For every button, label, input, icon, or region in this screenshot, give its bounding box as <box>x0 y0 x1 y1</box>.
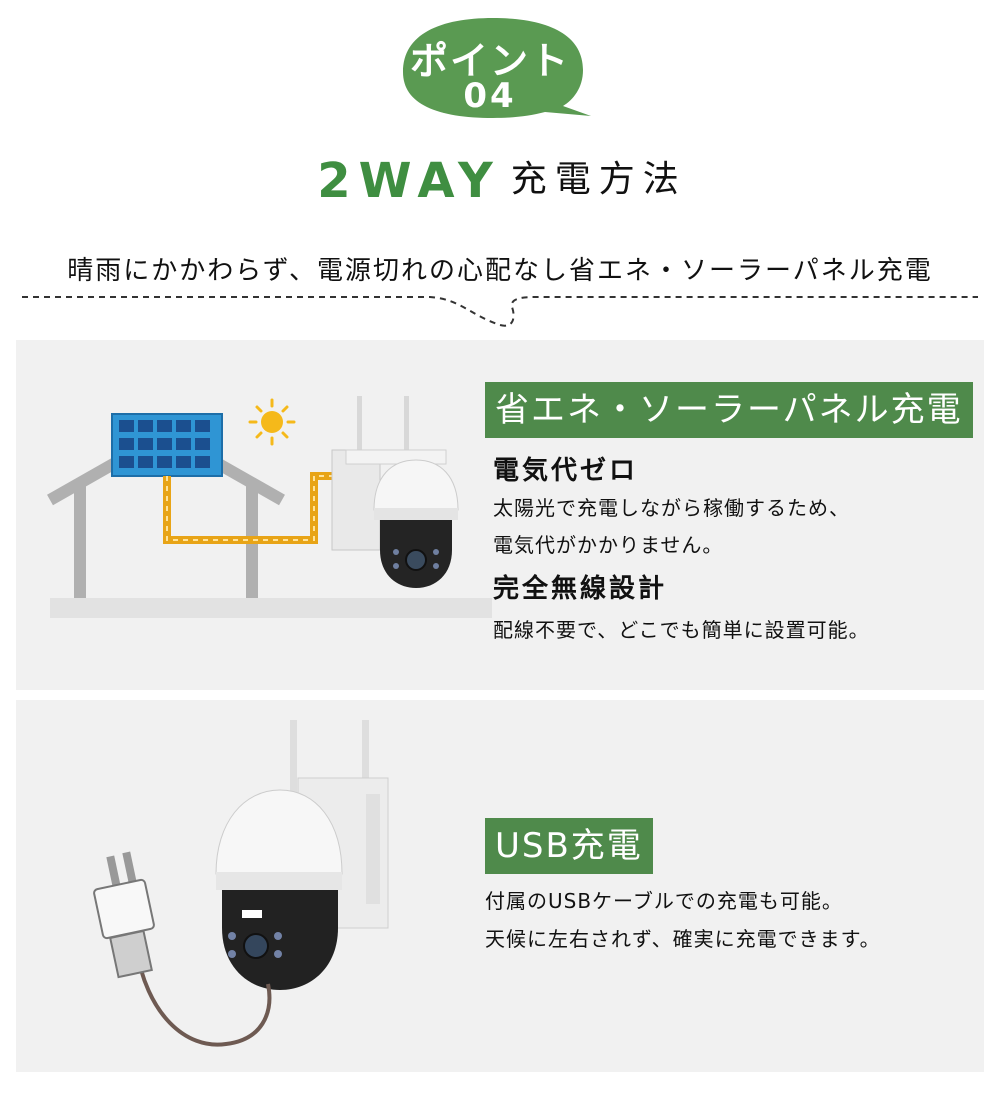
text-line: 配線不要で、どこでも簡単に設置可能。 <box>493 618 870 642</box>
feature-title-zero-cost: 電気代ゼロ <box>493 456 639 486</box>
dashed-divider <box>22 296 978 327</box>
feature-title-wireless: 完全無線設計 <box>493 574 668 604</box>
feature-desc-wireless: 配線不要で、どこでも簡単に設置可能。 <box>493 612 870 649</box>
usb-description: 付属のUSBケーブルでの充電も可能。 天候に左右されず、確実に充電できます。 <box>485 882 881 958</box>
feature-desc-zero-cost: 太陽光で充電しながら稼働するため、 電気代がかかりません。 <box>493 490 850 564</box>
text-line: 電気代がかかりません。 <box>493 533 724 557</box>
usb-tag: USB充電 <box>485 818 653 874</box>
solar-tag: 省エネ・ソーラーパネル充電 <box>485 382 973 438</box>
badge-number: 04 <box>463 76 517 116</box>
text-line: 太陽光で充電しながら稼働するため、 <box>493 496 850 520</box>
title-highlight: 2WAY <box>313 153 505 211</box>
sun-icon <box>248 398 296 446</box>
text-line: 天候に左右されず、確実に充電できます。 <box>485 927 881 951</box>
text-line: 付属のUSBケーブルでの充電も可能。 <box>485 889 843 913</box>
title-rest: 充電方法 <box>510 159 687 200</box>
solar-illustration <box>47 396 492 618</box>
badge-label: ポイント <box>409 39 570 83</box>
camera-icon <box>215 720 389 990</box>
speech-bubble-icon <box>403 18 591 118</box>
solar-panel-icon <box>111 413 223 477</box>
usb-illustration <box>93 720 389 1047</box>
solar-panel-section: 省エネ・ソーラーパネル充電 電気代ゼロ 太陽光で充電しながら稼働するため、 電気… <box>16 340 984 690</box>
point-badge: ポイント 04 <box>395 14 595 118</box>
section-subtitle: 晴雨にかかわらず、電源切れの心配なし省エネ・ソーラーパネル充電 <box>67 256 933 286</box>
camera-icon <box>331 396 459 588</box>
usb-section: USB充電 付属のUSBケーブルでの充電も可能。 天候に左右されず、確実に充電で… <box>16 700 984 1072</box>
plug-icon <box>93 851 155 979</box>
